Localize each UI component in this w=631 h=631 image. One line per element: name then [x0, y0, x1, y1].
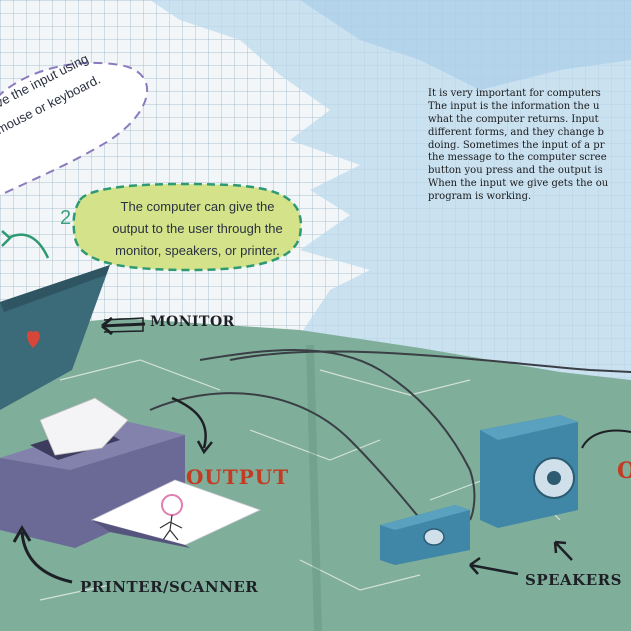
- paragraph-line: the message to the computer scree: [428, 152, 607, 164]
- heart-icon: [26, 331, 40, 348]
- input-bubble-outline: [0, 61, 148, 197]
- printer: [0, 397, 262, 548]
- output-bubble-outline: [72, 182, 303, 272]
- speaker-large: [480, 415, 578, 528]
- sky-watercolor-top: [300, 0, 631, 90]
- table-surface: [0, 318, 631, 631]
- printer-scanner-label: PRINTER/SCANNER: [80, 578, 259, 596]
- output-bubble-line-1: The computer can give the: [120, 199, 275, 214]
- cable-3: [229, 350, 631, 373]
- arrow-output-curve: [171, 396, 207, 449]
- cable-2: [149, 392, 431, 531]
- arrow-right-curve: [581, 429, 631, 449]
- paragraph-line: different forms, and they change b: [428, 126, 604, 138]
- output-bubble-line-3: monitor, speakers, or printer.: [115, 243, 280, 258]
- step-number: 2: [60, 207, 72, 229]
- paragraph-line: doing. Sometimes the input of a pr: [428, 139, 605, 151]
- arrow-speakers-left: [469, 556, 519, 576]
- speakers-label: SPEAKERS: [525, 571, 622, 589]
- output-label-partial: O: [617, 458, 631, 484]
- output-bubble-line-2: output to the user through the: [112, 221, 283, 236]
- arrow-to-monitor-outline: [103, 317, 144, 333]
- arrow-speakers-up: [553, 540, 573, 561]
- output-label: OUTPUT: [186, 465, 290, 489]
- body-paragraph: It is very important for computers The i…: [428, 88, 631, 204]
- arrow-printer-label: [20, 531, 73, 584]
- paragraph-line: It is very important for computers: [428, 88, 601, 99]
- sky-watercolor: [150, 0, 631, 400]
- cable-1: [199, 349, 476, 521]
- paragraph-line: button you press and the output is: [428, 165, 603, 177]
- paragraph-line: program is working.: [428, 191, 532, 203]
- table-seam: [306, 344, 322, 631]
- paragraph-line: what the computer returns. Input: [428, 113, 599, 125]
- speaker-small: [380, 505, 470, 565]
- arrow-bubble-green: [7, 233, 50, 259]
- paragraph-line: When the input we give gets the ou: [428, 178, 609, 190]
- monitor: [0, 265, 110, 410]
- monitor-label: MONITOR: [150, 314, 235, 330]
- paragraph-line: The input is the information the u: [428, 100, 600, 112]
- output-bubble-text: The computer can give the output to the …: [85, 196, 310, 262]
